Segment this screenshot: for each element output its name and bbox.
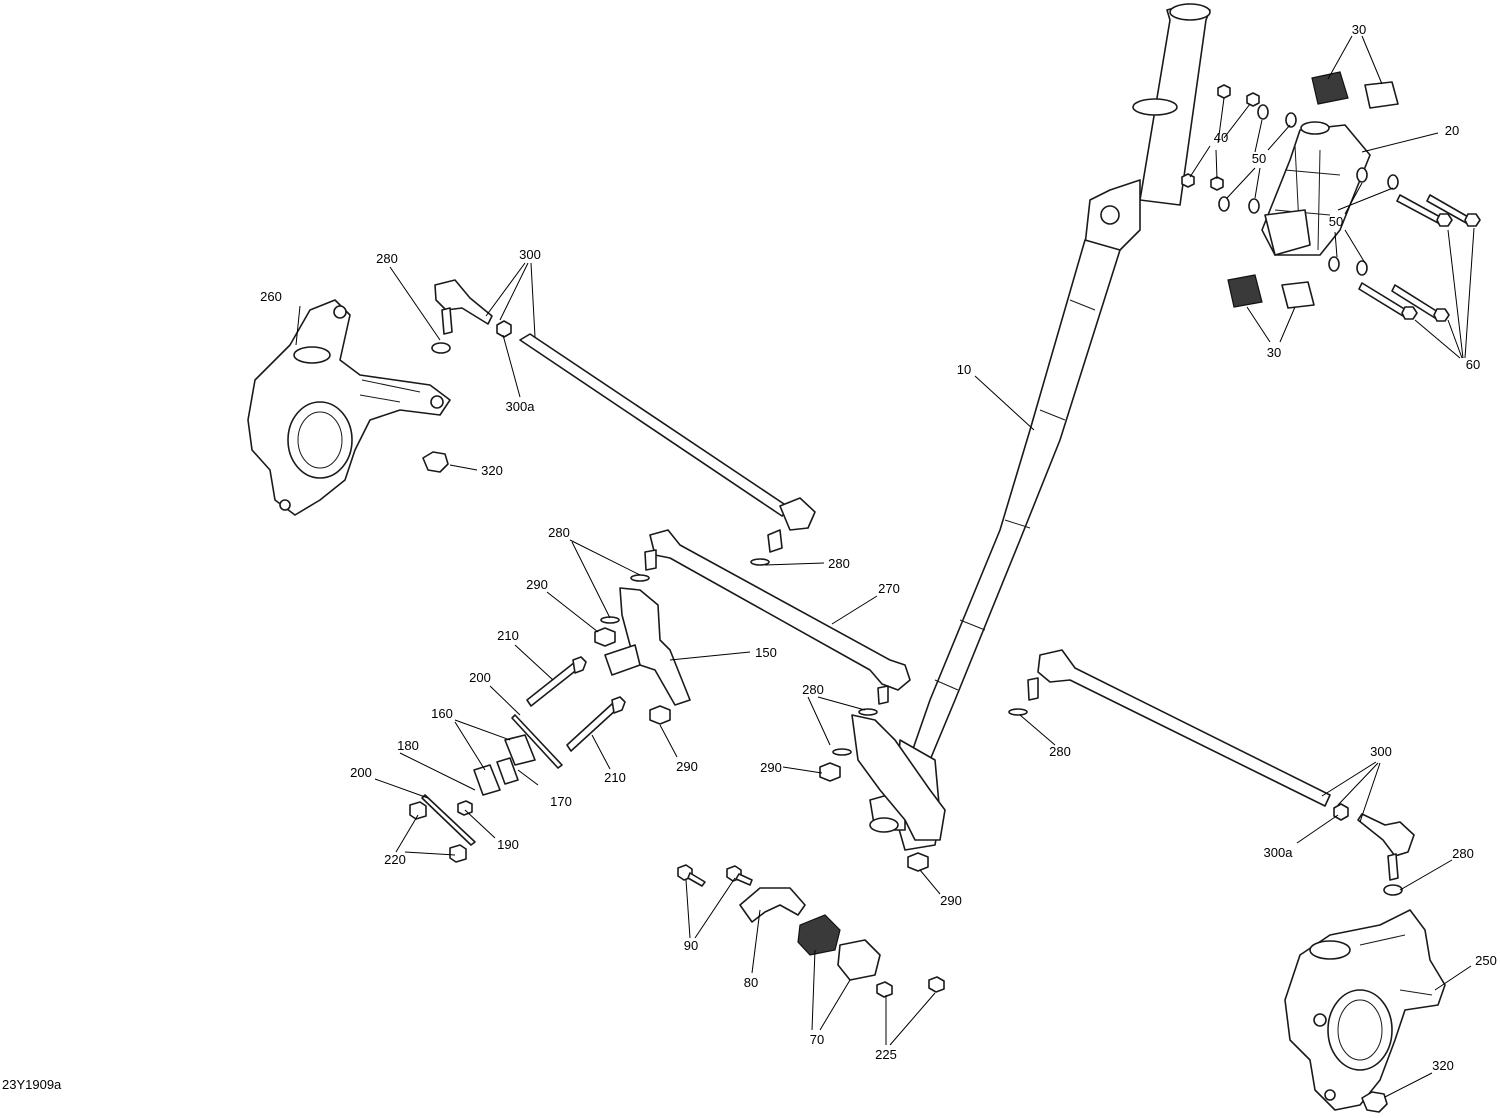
bushing-group-70[interactable]: [797, 914, 881, 981]
tie-rod-right[interactable]: [1027, 649, 1331, 807]
bolt-group-210[interactable]: [526, 656, 626, 752]
diagram-code: 23Y1909a: [2, 1077, 62, 1092]
callout-280-middle-left: 280: [548, 525, 570, 540]
rack-nut-group[interactable]: [1181, 84, 1260, 191]
callout-220: 220: [384, 852, 406, 867]
callout-200-lower: 200: [350, 765, 372, 780]
callout-300a-right: 300a: [1264, 845, 1294, 860]
rack-bolt-group[interactable]: [1358, 194, 1481, 322]
callout-250: 250: [1475, 953, 1497, 968]
washer-group-280[interactable]: [431, 342, 1403, 896]
steering-arm-bracket[interactable]: [604, 587, 691, 706]
callout-150: 150: [755, 645, 777, 660]
callout-160: 160: [431, 706, 453, 721]
callout-290-center: 290: [760, 760, 782, 775]
callout-70: 70: [810, 1032, 824, 1047]
callout-30-top: 30: [1352, 22, 1366, 37]
callout-300-right: 300: [1370, 744, 1392, 759]
bolt-group-90[interactable]: [677, 864, 753, 887]
callout-320-left: 320: [481, 463, 503, 478]
callout-300a-left: 300a: [506, 399, 536, 414]
callout-20: 20: [1445, 123, 1459, 138]
callout-260: 260: [260, 289, 282, 304]
callout-225: 225: [875, 1047, 897, 1062]
callout-290-bracket: 290: [676, 759, 698, 774]
steering-rack[interactable]: [1261, 121, 1371, 256]
callout-280-upper-left: 280: [376, 251, 398, 266]
rack-bushing-bottom-left[interactable]: [1227, 274, 1263, 308]
callout-280-center: 280: [802, 682, 824, 697]
tie-rod-end-right[interactable]: [1333, 803, 1415, 881]
knuckle-left[interactable]: [247, 299, 451, 516]
knuckle-right[interactable]: [1284, 909, 1446, 1111]
rack-bushing-top-left[interactable]: [1311, 71, 1349, 105]
callout-90: 90: [684, 938, 698, 953]
callout-280-upper-rod: 280: [828, 556, 850, 571]
clamp-80[interactable]: [739, 887, 806, 923]
nut-group-290[interactable]: [594, 627, 929, 872]
nut-group-225[interactable]: [876, 976, 945, 998]
callout-60: 60: [1466, 357, 1480, 372]
rack-washer-group[interactable]: [1218, 104, 1399, 276]
callout-280-lower-right: 280: [1452, 846, 1474, 861]
rack-bushing-bottom-right[interactable]: [1281, 281, 1315, 309]
callout-300-left: 300: [519, 247, 541, 262]
idler-arm-bracket[interactable]: [851, 714, 946, 841]
callout-280-right-rod: 280: [1049, 744, 1071, 759]
rack-bushing-top-right[interactable]: [1364, 81, 1399, 109]
nut-320-left[interactable]: [422, 451, 449, 473]
callout-180: 180: [397, 738, 419, 753]
callout-80: 80: [744, 975, 758, 990]
callout-270: 270: [878, 581, 900, 596]
callout-40: 40: [1214, 130, 1228, 145]
callout-200-upper: 200: [469, 670, 491, 685]
callout-320-right: 320: [1432, 1058, 1454, 1073]
callout-170: 170: [550, 794, 572, 809]
nut-320-right[interactable]: [1361, 1091, 1388, 1113]
callout-190: 190: [497, 837, 519, 852]
callout-10: 10: [957, 362, 971, 377]
callout-labels: 10 20 30 30 40 50 50 60 260 280 300 300a…: [260, 22, 1497, 1073]
callout-290-upper: 290: [526, 577, 548, 592]
spacer-group[interactable]: [409, 714, 563, 863]
callout-50-lower: 50: [1329, 214, 1343, 229]
callout-210-upper: 210: [497, 628, 519, 643]
leader-lines: [295, 35, 1475, 1098]
callout-50-upper: 50: [1252, 151, 1266, 166]
callout-290-lower: 290: [940, 893, 962, 908]
tie-rod-upper-left[interactable]: [519, 333, 816, 553]
callout-30-bottom: 30: [1267, 345, 1281, 360]
tie-rod-middle[interactable]: [644, 529, 911, 705]
tie-rod-end-left[interactable]: [434, 279, 512, 338]
callout-210-lower: 210: [604, 770, 626, 785]
